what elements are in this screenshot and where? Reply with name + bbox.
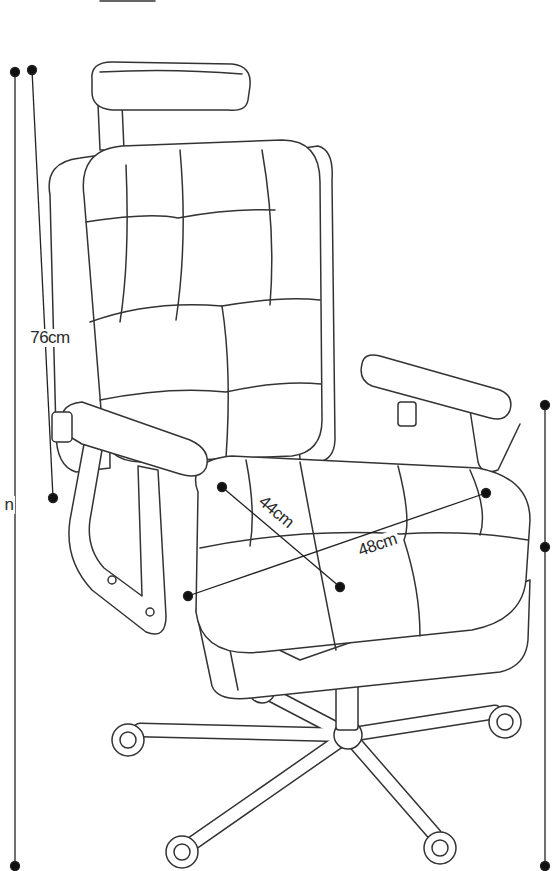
armrest — [61, 402, 207, 476]
seat-cushion — [196, 456, 530, 653]
dimension-label: 76cm — [28, 329, 72, 348]
backrest-cushion — [83, 140, 322, 462]
caster-wheel — [112, 677, 521, 868]
border-line — [100, 0, 155, 2]
armrest-support — [69, 444, 166, 634]
dimension-lines — [11, 66, 550, 871]
headrest — [92, 62, 250, 110]
armrest — [361, 355, 511, 419]
headrest-stalk — [98, 104, 124, 150]
dimension-label: n — [3, 496, 16, 515]
